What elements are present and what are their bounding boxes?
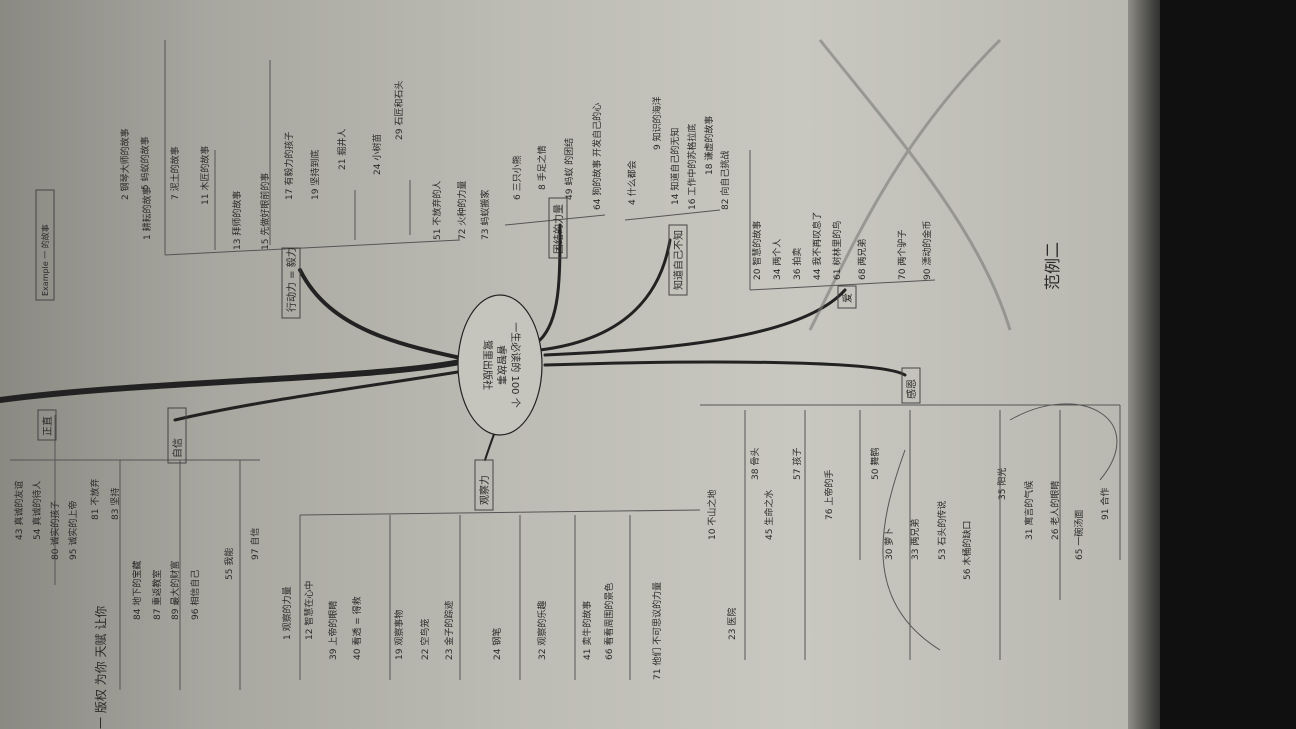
leaf: 84 地下的宝藏 (131, 561, 143, 620)
center-line-3: 鹭里出版社 (481, 340, 494, 390)
leaf: 89 最大的财富 (169, 561, 181, 620)
leaf: 68 两兄弟 (856, 239, 868, 280)
leaf: 54 真诚的待人 (31, 481, 43, 540)
leaf: 71 他们 不可思议的力量 (651, 582, 663, 680)
leaf: 53 石头的传说 (936, 501, 948, 560)
branch-label-perseverance: 行动力 = 毅力 (285, 247, 298, 312)
leaf: 2 钢琴大师的故事 (119, 128, 131, 200)
leaf: 10 不山之地 (706, 490, 718, 540)
leaf: 66 看看周围的景色 (603, 583, 615, 660)
leaf: 55 我能 (223, 548, 235, 580)
leaf: 65 一碗汤面 (1073, 510, 1085, 560)
leaf: 45 生命之水 (763, 490, 775, 540)
leaf: 95 诚实的上帝 (67, 501, 79, 560)
branch-label-knowing: 知道自己不知 (672, 230, 685, 290)
leaf: 39 上帝的眼睛 (327, 601, 339, 660)
leaves-perseverance: 1 耕耘的故事 2 钢琴大师的故事 5 蚂蚁的故事 7 泥土的故事 11 木匠的… (119, 81, 491, 250)
leaf: 51 不放弃的人 (431, 181, 443, 240)
leaf: 44 我不再叹息了 (811, 212, 823, 280)
main-branches (0, 225, 905, 460)
leaf: 23 金子的踪迹 (443, 601, 455, 660)
leaf: 30 萝卜 (884, 528, 895, 560)
leaf: 8 手足之情 (536, 145, 548, 190)
leaf: 83 坚持 (109, 488, 121, 520)
leaf: 61 树林里的鸟 (831, 221, 843, 280)
leaf: 24 小树苗 (371, 134, 383, 175)
leaf: 6 三只小熊 (511, 155, 523, 200)
leaf: 19 坚持到底 (309, 150, 321, 200)
leaves-love: 20 智慧的故事 34 两个人 36 拍卖 44 我不再叹息了 61 树林里的鸟… (751, 212, 933, 280)
leaf: 50 舞鹤 (869, 448, 881, 480)
leaf: 17 有毅力的孩子 (283, 132, 295, 200)
leaf: 9 知识的海洋 (651, 96, 663, 150)
leaf: 97 自信 (249, 528, 261, 560)
branch-label-confidence: 自信 (171, 438, 184, 458)
branch-label-observation: 观察力 (478, 475, 491, 505)
leaf: 49 蚂蚁 的团结 (563, 138, 575, 200)
leaf: 41 卖牛的故事 (581, 601, 593, 660)
leaf: 43 真诚的友谊 (13, 481, 25, 540)
leaf: 40 看透 = 得救 (351, 596, 363, 660)
leaf: 64 狗的故事 开发自己的心 (591, 103, 603, 210)
leaf: 5 蚂蚁的故事 (139, 136, 151, 190)
branch-label-love: 爱 (841, 293, 854, 303)
leaf: 19 观察事物 (393, 610, 405, 660)
leaf: 21 掘井人 (336, 129, 348, 170)
branch-label-honesty: 正直 (41, 416, 54, 436)
leaf: 91 合作 (1099, 488, 1111, 520)
leaves-knowing: 4 什么都会 9 知识的海洋 14 知道自己的无知 16 工作中的苏格拉底 18… (626, 96, 731, 210)
leaves-gratitude: 10 不山之地 23 医院 38 骨头 45 生命之水 57 孩子 76 上帝的… (706, 448, 1111, 640)
center-line-1: 一生必读的 100 个 (509, 322, 522, 407)
leaf: 14 知道自己的无知 (669, 128, 681, 205)
leaf: 80 诚实的孩子 (49, 501, 61, 560)
leaf: 35 阳光 (996, 468, 1008, 500)
leaf: 15 先做好眼前的事 (259, 173, 271, 250)
side-note: Example 一 的故事 (40, 224, 50, 296)
center-node: 一生必读的 100 个 睿智故事 鹭里出版社 (458, 295, 542, 435)
leaves-teamwork: 6 三只小熊 8 手足之情 49 蚂蚁 的团结 64 狗的故事 开发自己的心 (511, 103, 603, 210)
leaf: 87 重返教室 (151, 570, 163, 620)
branch-label-gratitude: 感恩 (905, 379, 918, 399)
leaf: 34 两个人 (772, 239, 783, 280)
leaf: 57 孩子 (791, 448, 803, 480)
leaf: 72 火种的力量 (456, 181, 468, 240)
leaf: 20 智慧的故事 (751, 221, 763, 280)
leaf: 1 观察的力量 (281, 586, 293, 640)
leaf: 70 两个驴子 (896, 230, 908, 280)
leaf: 56 木桶的缺口 (961, 521, 973, 580)
leaf: 4 什么都会 (626, 160, 638, 205)
leaf: 32 观察的乐趣 (536, 601, 548, 660)
bottom-text: 一 版权 为你 天赋 让你 (94, 606, 108, 729)
branch-label-teamwork: 团结的力量 (552, 204, 565, 254)
leaf: 1 耕耘的故事 (141, 186, 153, 240)
leaf: 24 钢笔 (491, 628, 503, 660)
center-line-2: 睿智故事 (495, 345, 508, 385)
leaf: 73 蚂蚁搬家 (479, 190, 491, 240)
leaf: 81 不放弃 (89, 479, 101, 520)
page-caption: 范例二 (1043, 242, 1062, 290)
leaves-observation: 1 观察的力量 12 智慧在心中 39 上帝的眼睛 40 看透 = 得救 19 … (281, 581, 663, 680)
leaf: 7 泥土的故事 (169, 146, 181, 200)
leaf: 23 医院 (726, 608, 738, 640)
leaf: 76 上帝的手 (823, 470, 835, 520)
leaf: 13 拜师的故事 (231, 191, 243, 250)
leaf: 16 工作中的苏格拉底 (686, 124, 698, 210)
leaf: 31 寓言的气候 (1023, 481, 1035, 540)
leaf: 82 向自己挑战 (719, 151, 731, 210)
leaves-confidence: 81 不放弃 83 坚持 84 地下的宝藏 87 重返教室 89 最大的财富 9… (89, 479, 261, 620)
leaf: 22 空鸟笼 (419, 619, 431, 660)
leaf: 29 石匠和石头 (394, 81, 405, 140)
leaves-honesty: 43 真诚的友谊 54 真诚的待人 80 诚实的孩子 95 诚实的上帝 (13, 481, 79, 560)
leaf: 90 漂动的金币 (921, 221, 933, 280)
leaf: 11 木匠的故事 (199, 146, 211, 205)
leaf: 36 拍卖 (791, 248, 803, 280)
leaf: 18 谦虚的故事 (703, 116, 715, 175)
leaf: 38 骨头 (750, 448, 761, 480)
leaf: 26 老人的眼睛 (1049, 481, 1061, 540)
leaf: 96 相信自己 (189, 570, 201, 620)
leaf: 12 智慧在心中 (303, 581, 315, 640)
leaf: 33 两兄弟 (909, 519, 921, 560)
